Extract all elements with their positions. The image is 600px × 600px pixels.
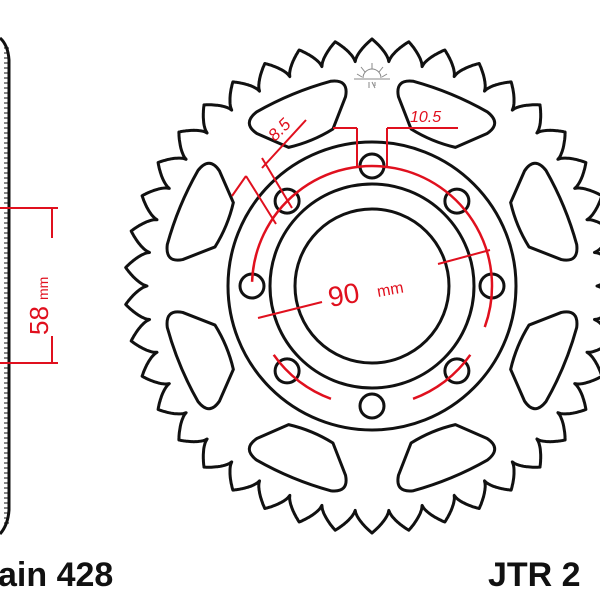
bolt-hole	[273, 357, 301, 385]
lightening-slot	[247, 423, 348, 493]
bolt-circle-value: 90	[326, 277, 362, 313]
slot-outline	[509, 310, 579, 411]
bolt-hole	[443, 187, 471, 215]
lightening-slot	[396, 423, 497, 493]
center-hole	[293, 207, 451, 365]
bolt-circle-unit: mm	[376, 280, 405, 301]
bolt-circle-arc	[412, 354, 472, 400]
slot-outline	[396, 423, 497, 493]
bolt-circle-arc	[272, 354, 332, 400]
center-hole-dimension-lines	[333, 127, 458, 168]
bolt-hole	[273, 187, 301, 215]
lightening-slot	[165, 310, 235, 411]
slot-outline	[165, 310, 235, 411]
slot-outline	[247, 423, 348, 493]
slot-outline	[165, 161, 235, 262]
slot-outline	[247, 79, 348, 149]
sun-logo-icon	[354, 63, 390, 89]
bolt-circle-arc	[250, 164, 494, 328]
bolt-hole	[443, 357, 471, 385]
slot-outline	[396, 79, 497, 149]
part-number-label: JTR 2	[488, 556, 581, 594]
side-dimension-value: 58	[24, 306, 54, 335]
lightening-slot	[509, 161, 579, 262]
bolt-circle-dimension-line	[437, 249, 491, 265]
sprocket-side-profile	[0, 36, 58, 535]
lightening-slot	[509, 310, 579, 411]
side-dimension-unit: mm	[35, 277, 51, 300]
lightening-slot	[247, 79, 348, 149]
sprocket-teeth-outline	[124, 37, 600, 535]
middle-ring	[268, 182, 476, 390]
sprocket-front-view	[124, 37, 600, 535]
lightening-slot	[165, 161, 235, 262]
lightening-slot	[396, 79, 497, 149]
side-profile-outline	[0, 36, 11, 535]
bolt-circle-dimension-line	[257, 301, 323, 319]
side-dimension-lines	[0, 207, 58, 364]
outer-ring	[226, 140, 518, 432]
chain-label: ain 428	[0, 556, 114, 594]
slot-outline	[509, 161, 579, 262]
bolt-hole	[358, 392, 386, 420]
center-hole-dimension-value: 10.5	[410, 109, 441, 126]
hole-dimension-lines	[231, 119, 307, 225]
